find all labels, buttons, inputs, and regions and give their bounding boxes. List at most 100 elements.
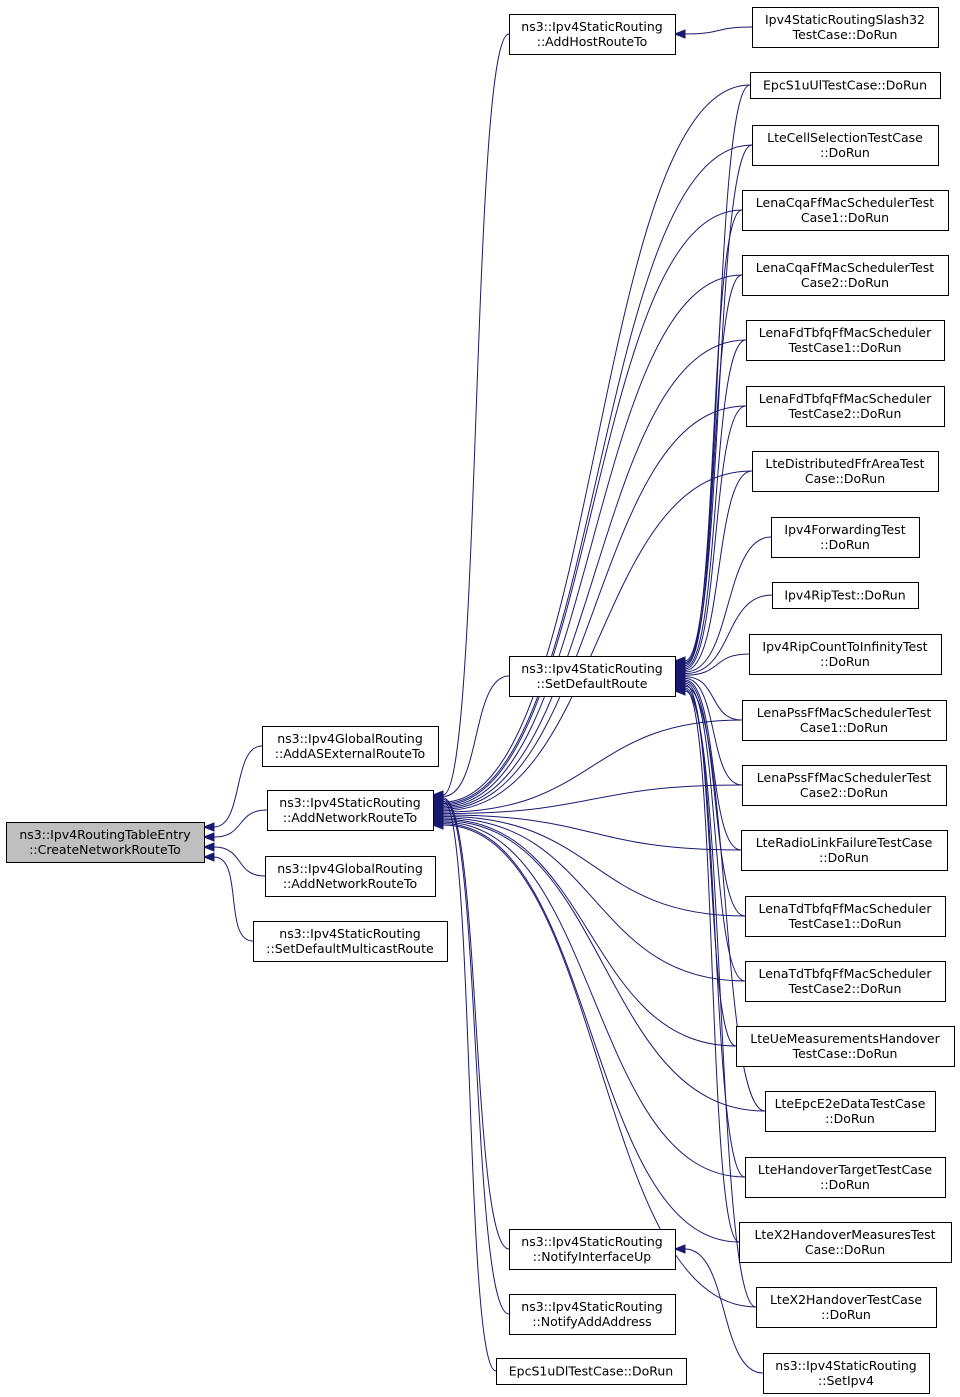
node-fwd[interactable]: Ipv4ForwardingTest::DoRun	[771, 517, 920, 558]
node-label-line: ns3::Ipv4RoutingTableEntry	[19, 827, 191, 842]
node-setipv4[interactable]: ns3::Ipv4StaticRouting::SetIpv4	[763, 1353, 930, 1394]
edge-n_sifup-to-n_snet	[431, 793, 510, 1250]
edge-n_fd2-to-n_sdef	[673, 405, 747, 674]
node-label-line: ns3::Ipv4StaticRouting	[521, 1299, 662, 1314]
node-gasext[interactable]: ns3::Ipv4GlobalRouting::AddASExternalRou…	[262, 726, 439, 767]
node-label-line: ::AddNetworkRouteTo	[283, 876, 417, 891]
node-label-line: ns3::Ipv4GlobalRouting	[277, 731, 423, 746]
node-label-line: Case::DoRun	[805, 1242, 885, 1257]
node-label-line: ::AddASExternalRouteTo	[275, 746, 425, 761]
edge-layer	[202, 26, 773, 1374]
node-label-line: LenaFdTbfqFfMacScheduler	[759, 325, 932, 340]
node-ripinf[interactable]: Ipv4RipCountToInfinityTest::DoRun	[749, 634, 942, 675]
edge-n_x2ho-to-n_snet	[431, 820, 757, 1308]
node-label-line: ::DoRun	[821, 1307, 871, 1322]
node-label-line: LenaTdTbfqFfMacScheduler	[759, 966, 933, 981]
node-label-line: LenaFdTbfqFfMacScheduler	[759, 391, 932, 406]
node-label-line: ::CreateNetworkRouteTo	[29, 842, 181, 857]
edge-n_epcul-to-n_snet	[431, 84, 751, 807]
edge-n_td1-to-n_snet	[431, 811, 746, 917]
edge-n_cellsel-to-n_snet	[431, 144, 753, 809]
edge-n_x2meas-to-n_snet	[431, 818, 740, 1243]
node-saddr[interactable]: ns3::Ipv4StaticRouting::NotifyAddAddress	[509, 1294, 676, 1335]
node-label-line: Ipv4RipCountToInfinityTest	[762, 639, 927, 654]
node-label-line: Case1::DoRun	[801, 210, 889, 225]
node-label-line: ::DoRun	[820, 654, 870, 669]
node-sdef[interactable]: ns3::Ipv4StaticRouting::SetDefaultRoute	[509, 656, 676, 697]
node-shost[interactable]: ns3::Ipv4StaticRouting::AddHostRouteTo	[509, 14, 676, 55]
node-label-line: LteX2HandoverMeasuresTest	[754, 1227, 935, 1242]
node-label-line: ns3::Ipv4StaticRouting	[521, 661, 662, 676]
node-label-line: ::DoRun	[820, 145, 870, 160]
node-label-line: LteEpcE2eDataTestCase	[775, 1096, 926, 1111]
node-label-line: TestCase2::DoRun	[788, 406, 902, 421]
node-epcul[interactable]: EpcS1uUlTestCase::DoRun	[750, 72, 941, 99]
node-label-line: EpcS1uUlTestCase::DoRun	[763, 78, 927, 93]
node-label-line: ns3::Ipv4StaticRouting	[279, 795, 420, 810]
node-cellsel[interactable]: LteCellSelectionTestCase::DoRun	[752, 125, 939, 166]
node-label-line: ::AddNetworkRouteTo	[283, 810, 417, 825]
node-smc[interactable]: ns3::Ipv4StaticRouting::SetDefaultMultic…	[253, 921, 448, 962]
node-epcdl[interactable]: EpcS1uDlTestCase::DoRun	[496, 1358, 687, 1385]
edge-n_cqa2-to-n_sdef	[673, 274, 743, 671]
node-label-line: ::SetDefaultRoute	[537, 676, 648, 691]
node-label-line: ::DoRun	[820, 1177, 870, 1192]
node-label-line: LteCellSelectionTestCase	[767, 130, 923, 145]
node-label-line: LenaPssFfMacSchedulerTest	[757, 705, 932, 720]
node-label-line: LteX2HandoverTestCase	[770, 1292, 922, 1307]
node-label-line: ns3::Ipv4StaticRouting	[521, 19, 662, 34]
edge-n_e2e-to-n_snet	[431, 815, 766, 1112]
node-label-line: ns3::Ipv4StaticRouting	[775, 1358, 916, 1373]
node-label-line: LenaPssFfMacSchedulerTest	[757, 770, 932, 785]
edge-n_slash-to-n_shost	[673, 26, 753, 39]
node-e2e[interactable]: LteEpcE2eDataTestCase::DoRun	[765, 1091, 936, 1132]
node-rip[interactable]: Ipv4RipTest::DoRun	[772, 582, 919, 609]
edge-n_saddr-to-n_snet	[431, 794, 510, 1315]
node-label-line: Ipv4RipTest::DoRun	[784, 588, 905, 603]
edge-n_snet-to-n_root	[202, 809, 268, 842]
edge-n_cqa1-to-n_snet	[431, 209, 743, 810]
edge-n_td2-to-n_sdef	[673, 678, 746, 982]
node-x2ho[interactable]: LteX2HandoverTestCase::DoRun	[756, 1287, 937, 1328]
edge-n_td1-to-n_sdef	[673, 676, 746, 917]
edge-n_dffr-to-n_sdef	[673, 470, 753, 676]
node-label-line: LenaCqaFfMacSchedulerTest	[756, 195, 935, 210]
node-label-line: Ipv4StaticRoutingSlash32	[765, 12, 925, 27]
node-label-line: ::NotifyInterfaceUp	[533, 1249, 651, 1264]
node-label-line: TestCase1::DoRun	[788, 340, 902, 355]
node-root[interactable]: ns3::Ipv4RoutingTableEntry::CreateNetwor…	[6, 822, 205, 863]
node-snet[interactable]: ns3::Ipv4StaticRouting::AddNetworkRouteT…	[267, 790, 434, 831]
edge-n_setipv4-to-n_sifup	[673, 1244, 764, 1374]
node-label-line: ::AddHostRouteTo	[537, 34, 648, 49]
node-label-line: ns3::Ipv4StaticRouting	[279, 926, 420, 941]
node-label-line: ::SetDefaultMulticastRoute	[266, 941, 434, 956]
node-label-line: TestCase1::DoRun	[788, 916, 902, 931]
node-label-line: LenaCqaFfMacSchedulerTest	[756, 260, 935, 275]
node-gnet[interactable]: ns3::Ipv4GlobalRouting::AddNetworkRouteT…	[265, 856, 436, 897]
edge-n_x2ho-to-n_sdef	[673, 686, 757, 1308]
node-hotgt[interactable]: LteHandoverTargetTestCase::DoRun	[745, 1157, 946, 1198]
node-label-line: LteUeMeasurementsHandover	[750, 1031, 940, 1046]
node-label-line: ::NotifyAddAddress	[532, 1314, 651, 1329]
node-label-line: EpcS1uDlTestCase::DoRun	[509, 1364, 673, 1379]
edge-n_gasext-to-n_root	[202, 745, 263, 832]
node-sifup[interactable]: ns3::Ipv4StaticRouting::NotifyInterfaceU…	[509, 1229, 676, 1270]
edge-n_fd2-to-n_snet	[431, 405, 747, 815]
node-label-line: ::DoRun	[825, 1111, 875, 1126]
node-label-line: Case::DoRun	[805, 471, 885, 486]
edge-n_td2-to-n_snet	[431, 813, 746, 982]
edge-n_shost-to-n_snet	[431, 33, 510, 800]
node-rlf[interactable]: LteRadioLinkFailureTestCase::DoRun	[741, 830, 948, 871]
